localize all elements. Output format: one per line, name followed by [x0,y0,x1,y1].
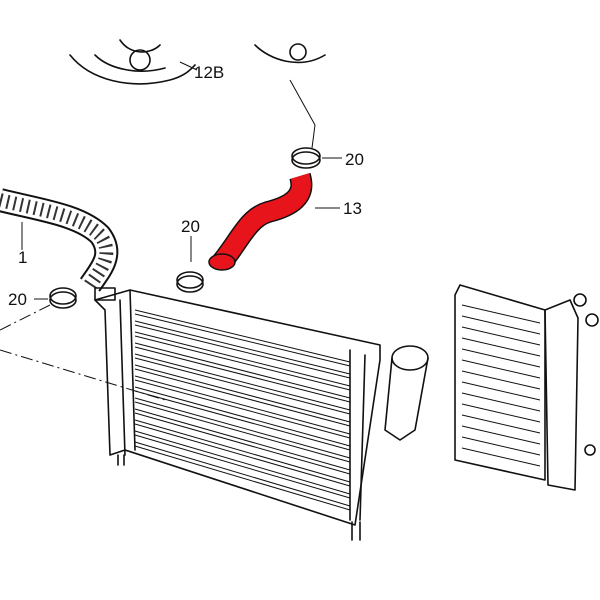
clamp-mid [176,236,204,293]
label-hose-13: 13 [343,199,362,218]
engine-fragment [69,39,326,149]
hose-13-highlighted [208,172,340,271]
radiator-fin [461,359,541,379]
radiator-fin [461,403,541,423]
radiator-fin [461,337,541,357]
radiator-side [454,284,599,491]
label-hose-1: 1 [18,248,27,267]
radiator-main [94,287,429,541]
label-clamp-left: 20 [8,290,27,309]
radiator-fin [461,326,541,346]
radiator-fin [134,408,351,475]
radiator-fin [134,397,351,463]
radiator-fin [134,364,351,427]
radiator-fin [461,447,541,467]
radiator-fin [461,370,541,390]
radiator-fin [134,441,351,511]
clamp-top [291,147,342,169]
radiator-fin [134,342,351,403]
radiator-fin [134,419,351,487]
radiator-fin [134,353,351,415]
radiator-fin [134,386,351,451]
radiator-fin [461,381,541,401]
leader-lines [0,304,166,401]
label-part-12b: 12B [194,63,224,82]
radiator-fin [461,315,541,335]
clamp-left [34,287,77,309]
label-clamp-mid: 20 [181,217,200,236]
label-clamp-top: 20 [345,150,364,169]
hose-1 [0,188,119,292]
radiator-fin [134,331,351,391]
radiator-fin [461,414,541,434]
radiator-fin [134,320,351,379]
radiator-fin [461,348,541,368]
radiator-fin [461,392,541,412]
radiator-fin [134,309,351,367]
radiator-fin [134,375,351,439]
radiator-fin [461,436,541,456]
radiator-fin [461,425,541,445]
radiator-fin [134,430,351,499]
radiator-fin [461,304,541,324]
